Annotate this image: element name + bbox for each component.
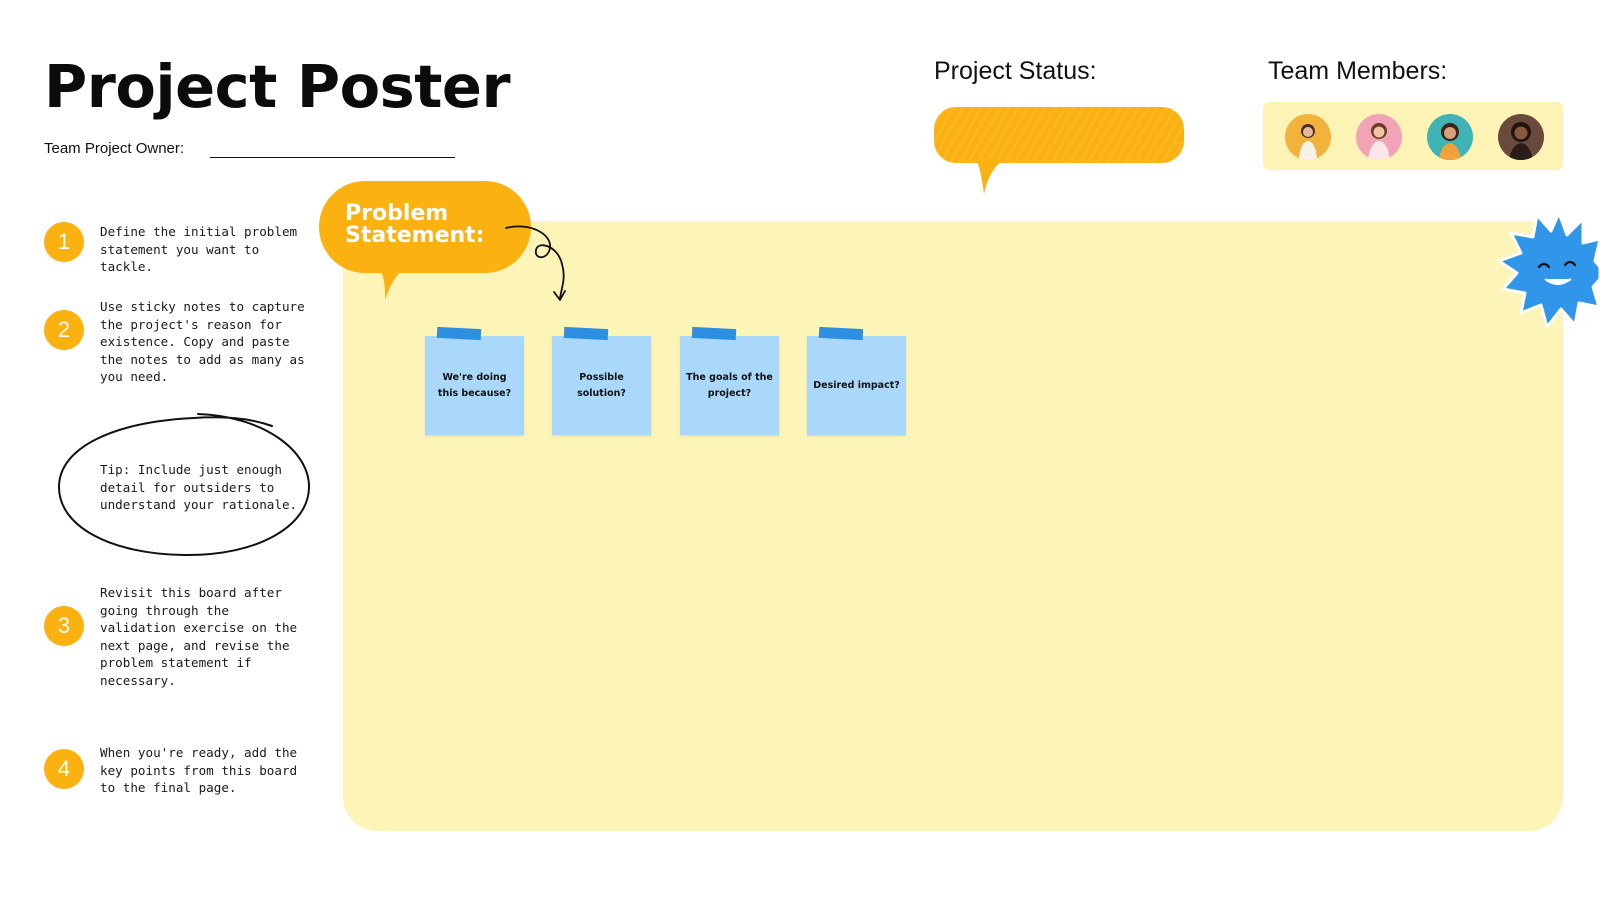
problem-statement-label: Problem Statement: [345, 201, 485, 248]
sticky-note[interactable]: We're doing this because? [425, 326, 524, 435]
owner-label: Team Project Owner: [44, 140, 185, 157]
sticky-note[interactable]: Possible solution? [552, 326, 651, 435]
sticky-note-text: The goals of the project? [686, 371, 773, 399]
step-text: When you're ready, add the key points fr… [100, 745, 298, 796]
step-text: Define the initial problem statement you… [100, 224, 298, 275]
page-title: Project Poster [44, 52, 511, 121]
status-bubble[interactable] [934, 107, 1184, 163]
avatar[interactable] [1285, 114, 1331, 160]
sticky-note[interactable]: The goals of the project? [680, 326, 779, 435]
sticky-note-text: Desired impact? [813, 379, 900, 391]
step-number: 4 [44, 749, 84, 789]
tip-text: Tip: Include just enough detail for outs… [100, 462, 298, 513]
status-heading: Project Status: [934, 57, 1097, 85]
avatar[interactable] [1498, 114, 1544, 160]
smiling-sun-icon [1497, 211, 1600, 329]
curly-arrow-icon [505, 225, 566, 301]
team-members-heading: Team Members: [1268, 57, 1448, 85]
sticky-note[interactable]: Desired impact? [807, 326, 906, 435]
problem-statement-bubble [319, 181, 531, 273]
avatar[interactable] [1356, 114, 1402, 160]
problem-board [343, 221, 1563, 831]
status-bubble-tail [977, 160, 1003, 194]
step-text: Revisit this board after going through t… [100, 585, 298, 688]
sticky-note-text: Possible solution? [577, 371, 626, 399]
step-number: 1 [44, 222, 84, 262]
step-number: 3 [44, 606, 84, 646]
owner-input-line[interactable] [210, 157, 455, 158]
tip-oval [57, 413, 311, 557]
step-text: Use sticky notes to capture the project'… [100, 299, 305, 385]
problem-statement-bubble-tail [378, 262, 412, 300]
avatar[interactable] [1427, 114, 1473, 160]
sticky-note-text: We're doing this because? [437, 371, 512, 399]
step-number: 2 [44, 310, 84, 350]
team-members-box [1263, 102, 1563, 170]
